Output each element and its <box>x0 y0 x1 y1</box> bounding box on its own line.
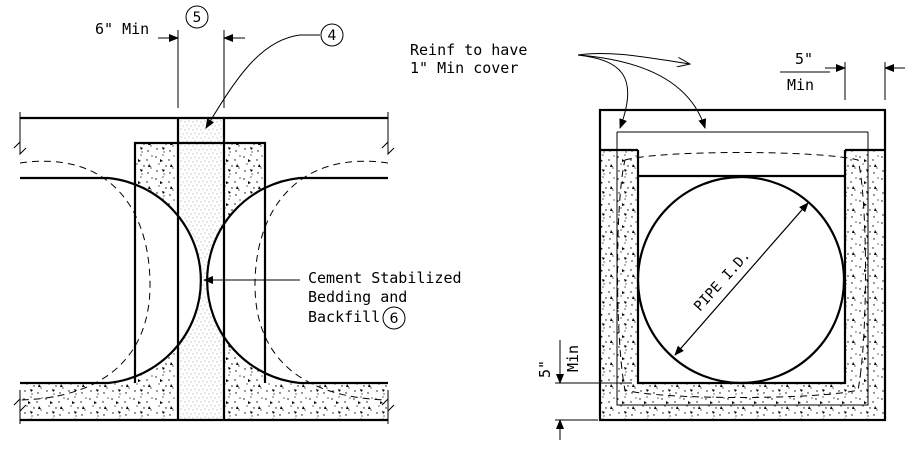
callout-4: 4 <box>328 28 337 44</box>
side-dim-value: 5" <box>536 360 554 378</box>
top-dim-min: Min <box>787 76 814 94</box>
reinf-note-line1: Reinf to have <box>410 41 527 59</box>
bedding-label-line3: Backfill <box>308 308 380 326</box>
left-bedding-fill <box>20 143 388 420</box>
left-detail: 6" Min 5 4 Cement Stabilized Bedding and… <box>13 5 462 424</box>
callout-6: 6 <box>390 311 399 327</box>
bedding-label-line2: Bedding and <box>308 288 407 306</box>
reinf-note-line2: 1" Min cover <box>410 59 518 77</box>
top-dim-value: 5" <box>795 50 813 68</box>
bedding-label-line1: Cement Stabilized <box>308 269 462 287</box>
right-detail: PIPE I.D. Reinf to have 1" Min cover 5" … <box>410 41 905 440</box>
side-dim-min: Min <box>564 345 582 372</box>
left-pipe <box>20 178 201 383</box>
dim-6in-min: 6" Min <box>95 20 149 38</box>
callout-5: 5 <box>193 10 202 26</box>
right-bedding-fill <box>600 150 885 420</box>
